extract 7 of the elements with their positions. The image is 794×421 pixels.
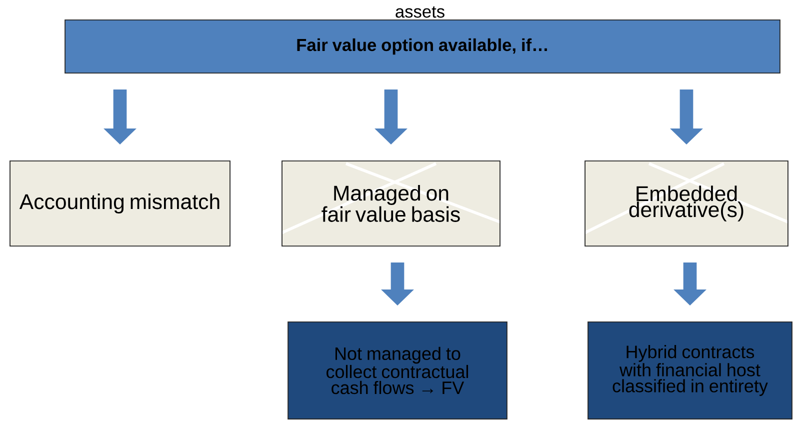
condition-box: Managed on fair value basis [282, 160, 500, 246]
top-box: Fair value option available, if… [64, 20, 780, 74]
title: assets [396, 6, 444, 18]
result-box: Hybrid contracts with financial host classified in entirety [588, 321, 792, 420]
condition-box: Accounting mismatch [10, 160, 230, 246]
condition-box: Embedded derivative(s) [584, 160, 788, 246]
result-box: Not managed to collect contractual cash flows → FV [288, 321, 508, 420]
